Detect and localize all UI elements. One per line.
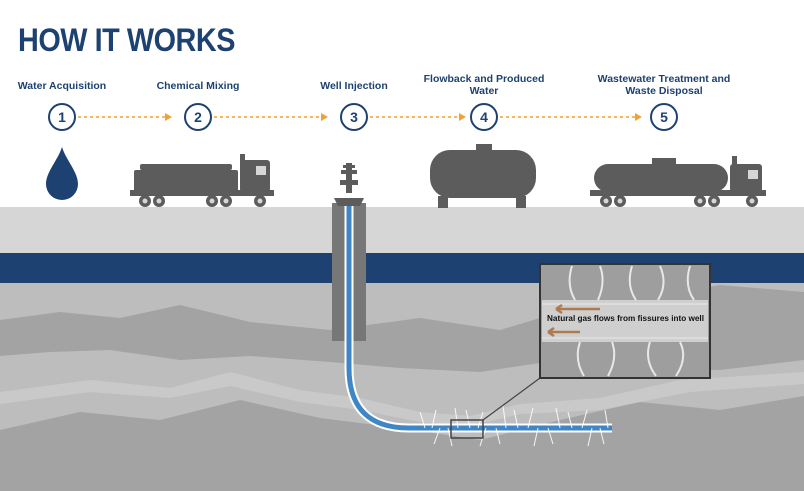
step-2-label: Chemical Mixing [156,80,240,92]
gas-flow-caption: Natural gas flows from fissures into wel… [547,314,704,323]
step-2-number: 2 [184,103,212,131]
step-4-number: 4 [470,103,498,131]
step-1-number: 1 [48,103,76,131]
storage-tank-icon [430,144,536,208]
surface-ground [0,207,804,253]
connector-arrowheads [165,113,642,121]
step-3-label: Well Injection [320,80,388,92]
rock-layer-mid [0,372,804,426]
step-4-label: Flowback and Produced Water [423,73,545,97]
wellhead-icon [334,163,364,206]
tanker-truck-icon [590,156,766,207]
flow-arrow-upper [555,303,600,315]
chemical-truck-icon [130,154,274,207]
water-drop-icon [46,147,78,200]
step-5-label: Wastewater Treatment and Waste Disposal [597,73,731,97]
wellbore-inner [346,203,612,431]
step-1-label: Water Acquisition [17,80,107,92]
flow-arrow-lower [547,326,580,338]
step-3-number: 3 [340,103,368,131]
page-title: HOW IT WORKS [18,22,235,58]
fissure-inset [539,263,711,379]
step-5-number: 5 [650,103,678,131]
zoom-leader-top [482,377,541,421]
rock-layer-lower [0,396,804,491]
zoom-marker [450,419,484,439]
